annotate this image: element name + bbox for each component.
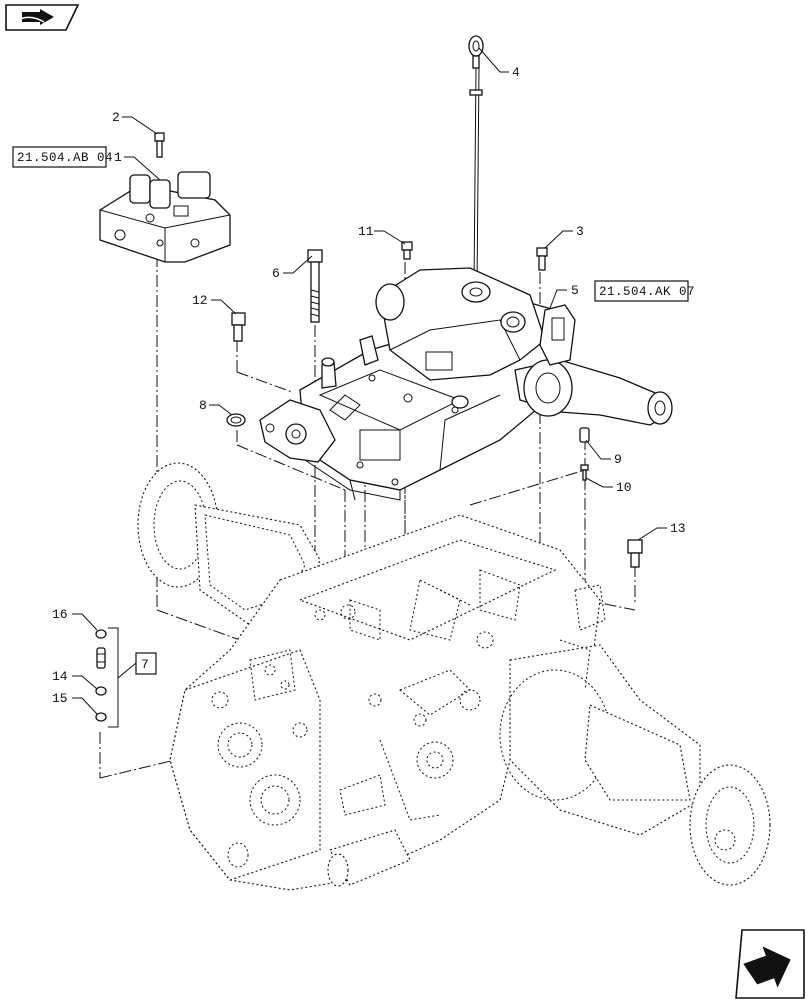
callout-7-box[interactable]: 7 <box>135 652 157 675</box>
callout-16: 16 <box>52 607 68 622</box>
callout-8: 8 <box>199 398 207 413</box>
callout-7: 7 <box>141 657 149 672</box>
reference-right-text: 21.504.AK 07 <box>599 285 695 299</box>
callout-13: 13 <box>670 521 686 536</box>
callout-5: 5 <box>571 283 579 298</box>
reference-left-text: 21.504.AB 04 <box>17 151 113 165</box>
lift-housing <box>259 267 673 501</box>
pin-item-10 <box>580 464 589 481</box>
callout-14: 14 <box>52 669 68 684</box>
callout-11: 11 <box>358 224 374 239</box>
reference-link-left[interactable]: 21.504.AB 04 <box>12 146 113 168</box>
callout-6: 6 <box>272 266 280 281</box>
next-page-arrow-icon[interactable] <box>735 929 805 999</box>
pin-item-9 <box>579 427 590 443</box>
callout-2: 2 <box>112 110 120 125</box>
callout-10: 10 <box>616 480 632 495</box>
bolt-item-3 <box>536 247 548 271</box>
callout-12: 12 <box>192 293 208 308</box>
transmission-housing <box>137 462 771 891</box>
bolt-item-2 <box>154 132 165 158</box>
bolt-item-13 <box>627 539 643 568</box>
kit-items-14-16 <box>95 627 137 728</box>
plug-item-11 <box>401 241 413 260</box>
callout-1: 1 <box>114 150 122 165</box>
book-with-arrow-icon[interactable] <box>5 4 80 31</box>
callout-labels: 2 1 4 3 11 5 6 12 8 9 10 13 16 14 15 <box>52 65 686 706</box>
callout-3: 3 <box>576 224 584 239</box>
reference-link-right[interactable]: 21.504.AK 07 <box>594 280 695 302</box>
control-valve <box>99 171 231 263</box>
long-bolt-item-6 <box>307 249 323 323</box>
callout-leaders <box>72 47 667 715</box>
dipstick <box>468 35 484 286</box>
o-ring-item-8 <box>226 413 246 427</box>
callout-4: 4 <box>512 65 520 80</box>
callout-9: 9 <box>614 452 622 467</box>
callout-15: 15 <box>52 691 68 706</box>
bolt-item-12 <box>231 312 246 342</box>
